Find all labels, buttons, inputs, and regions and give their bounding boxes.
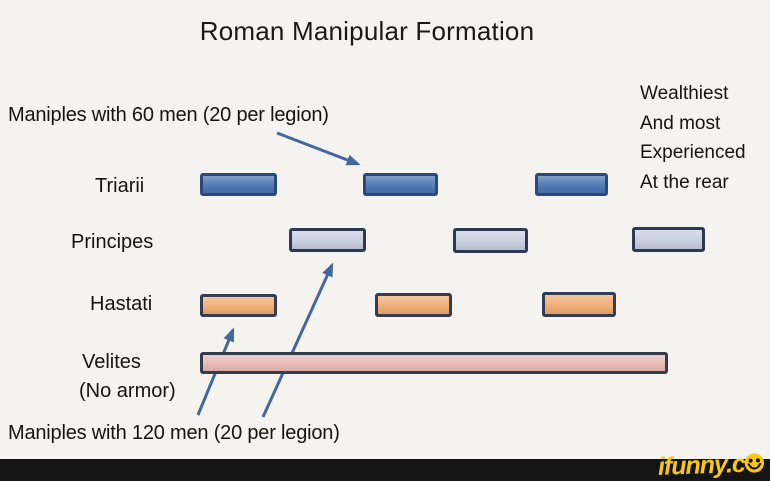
arrow-line <box>276 131 361 166</box>
hastati-maniple-block <box>200 294 277 317</box>
hastati-maniple-block <box>542 292 616 317</box>
ifunny-logo-text: ifunny.c <box>657 449 746 481</box>
page-title: Roman Manipular Formation <box>199 16 535 46</box>
right-note-line-2: And most <box>640 112 721 134</box>
right-note-line-4: At the rear <box>640 171 729 193</box>
note-maniples-120: Maniples with 120 men (20 per legion) <box>8 422 340 444</box>
arrow-line <box>261 262 334 418</box>
hastati-maniple-block <box>375 293 452 317</box>
triarii-maniple-block <box>535 173 608 196</box>
triarii-maniple-block <box>363 173 438 196</box>
row-label-velites-2: (No armor) <box>79 380 176 402</box>
principes-maniple-block <box>453 228 528 253</box>
row-label-triarii: Triarii <box>95 175 145 197</box>
ifunny-bar: ifunny.c <box>0 450 770 481</box>
smiley-icon <box>744 453 764 473</box>
principes-maniple-block <box>289 228 366 252</box>
row-label-velites: Velites <box>82 351 141 373</box>
right-note-line-1: Wealthiest <box>640 83 729 104</box>
principes-maniple-block <box>632 227 705 252</box>
triarii-maniple-block <box>200 173 277 196</box>
row-label-hastati: Hastati <box>90 293 153 315</box>
row-label-principes: Principes <box>71 231 154 253</box>
right-note-line-3: Experienced <box>640 142 746 163</box>
ifunny-watermark: ifunny.c <box>657 449 766 484</box>
note-maniples-60: Maniples with 60 men (20 per legion) <box>8 104 329 126</box>
velites-maniple-block <box>200 352 668 374</box>
note-rear-ranks: Wealthiest And most Experienced At the r… <box>640 79 746 197</box>
